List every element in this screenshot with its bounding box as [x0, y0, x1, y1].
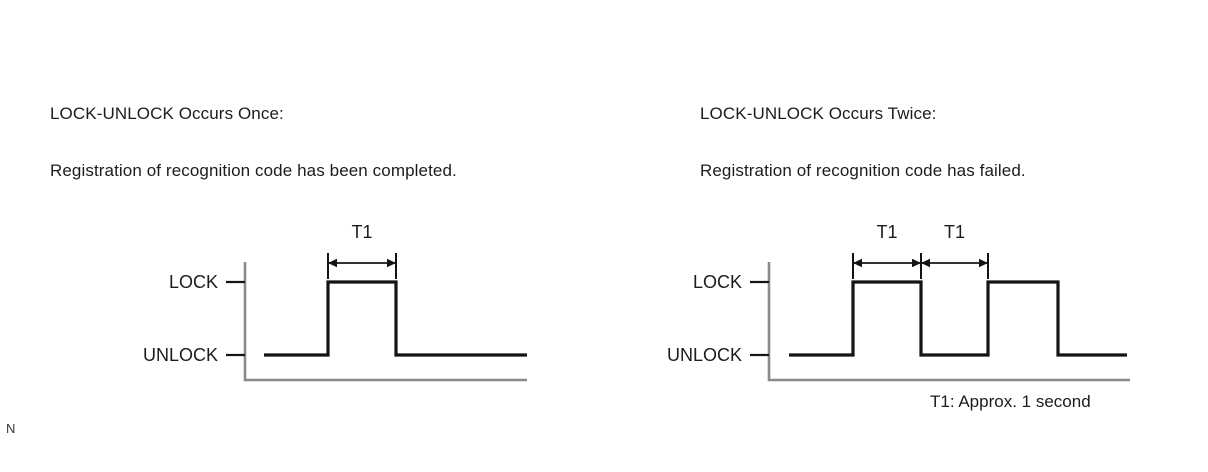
waveform-panel-twice: LOCK UNLOCK T1 T1: [667, 222, 1130, 382]
waveform-panel-once: LOCK UNLOCK T1: [143, 222, 527, 382]
panel-twice-heading: LOCK-UNLOCK Occurs Twice:: [700, 104, 937, 123]
dimension-label-t1: T1: [944, 222, 965, 242]
dimension-label-t1: T1: [876, 222, 897, 242]
level-label-high: LOCK: [169, 272, 218, 292]
level-label-high: LOCK: [693, 272, 742, 292]
waveform-axis: [243, 262, 527, 382]
dimension-arrowhead-right: [387, 258, 396, 268]
level-label-low: UNLOCK: [667, 345, 742, 365]
waveform-trace: [789, 280, 1127, 357]
dimension-arrowhead-left: [853, 258, 862, 268]
level-label-low: UNLOCK: [143, 345, 218, 365]
t1-definition-note: T1: Approx. 1 second: [930, 392, 1091, 411]
panel-once-description: Registration of recognition code has bee…: [50, 161, 457, 180]
panel-once-heading: LOCK-UNLOCK Occurs Once:: [50, 104, 284, 123]
page-corner-mark: N: [6, 421, 16, 436]
panel-twice-description: Registration of recognition code has fai…: [700, 161, 1026, 180]
dimension-arrowhead-right: [979, 258, 988, 268]
waveform-axis: [767, 262, 1130, 382]
dimension-arrowhead-left: [328, 258, 337, 268]
dimension-arrowhead-left: [921, 258, 930, 268]
waveform-trace: [264, 280, 527, 357]
dimension-arrowhead-right: [912, 258, 921, 268]
dimension-label-t1: T1: [351, 222, 372, 242]
